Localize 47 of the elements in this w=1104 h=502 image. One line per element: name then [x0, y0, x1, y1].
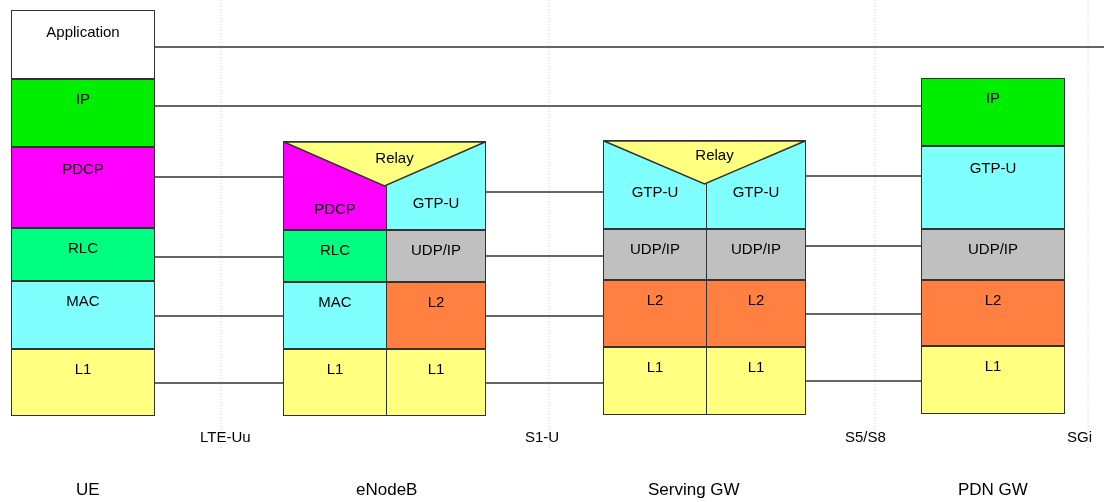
protocol-layer-box: Application	[11, 10, 155, 79]
connector-line	[154, 382, 284, 384]
connector-line	[154, 176, 284, 178]
interface-label: S1-U	[525, 428, 560, 445]
protocol-layer-box: PDCP	[11, 147, 155, 228]
protocol-layer-box: L1	[603, 347, 707, 415]
node-name-label: eNodeB	[356, 480, 418, 500]
protocol-layer-box: GTP-U	[921, 146, 1065, 229]
protocol-layer-box: L1	[283, 349, 387, 416]
connector-line	[154, 46, 1104, 48]
relay-triangle: Relay	[603, 140, 806, 185]
protocol-layer-box: L2	[386, 282, 486, 349]
connector-line	[154, 105, 922, 107]
protocol-layer-box: UDP/IP	[603, 229, 707, 280]
protocol-layer-box: IP	[921, 78, 1065, 146]
protocol-layer-box: UDP/IP	[921, 229, 1065, 280]
connector-line	[485, 382, 604, 384]
interface-label: S5/S8	[845, 428, 886, 445]
protocol-layer-box: L2	[706, 280, 806, 347]
connector-line	[154, 256, 284, 258]
protocol-layer-box: L2	[603, 280, 707, 347]
connector-line	[805, 380, 922, 382]
connector-line	[154, 315, 284, 317]
protocol-layer-box: MAC	[283, 282, 387, 349]
protocol-layer-box: L1	[386, 349, 486, 416]
node-name-label: PDN GW	[958, 480, 1028, 500]
relay-triangle: Relay	[283, 141, 486, 187]
connector-line	[805, 245, 922, 247]
node-name-label: UE	[76, 480, 100, 500]
protocol-layer-box: L1	[921, 346, 1065, 414]
connector-line	[805, 313, 922, 315]
protocol-layer-box: L1	[11, 349, 155, 416]
interface-label: SGi	[1067, 428, 1092, 445]
protocol-layer-box: UDP/IP	[706, 229, 806, 280]
connector-line	[805, 175, 922, 177]
interface-label: LTE-Uu	[200, 428, 251, 445]
protocol-layer-box: L2	[921, 280, 1065, 346]
protocol-layer-box: L1	[706, 347, 806, 415]
protocol-layer-box: RLC	[283, 230, 387, 282]
protocol-layer-box: UDP/IP	[386, 230, 486, 282]
protocol-layer-box: MAC	[11, 281, 155, 349]
node-name-label: Serving GW	[648, 480, 740, 500]
connector-line	[485, 255, 604, 257]
protocol-layer-box: RLC	[11, 228, 155, 281]
connector-line	[485, 315, 604, 317]
protocol-layer-box: IP	[11, 79, 155, 147]
connector-line	[485, 191, 604, 193]
